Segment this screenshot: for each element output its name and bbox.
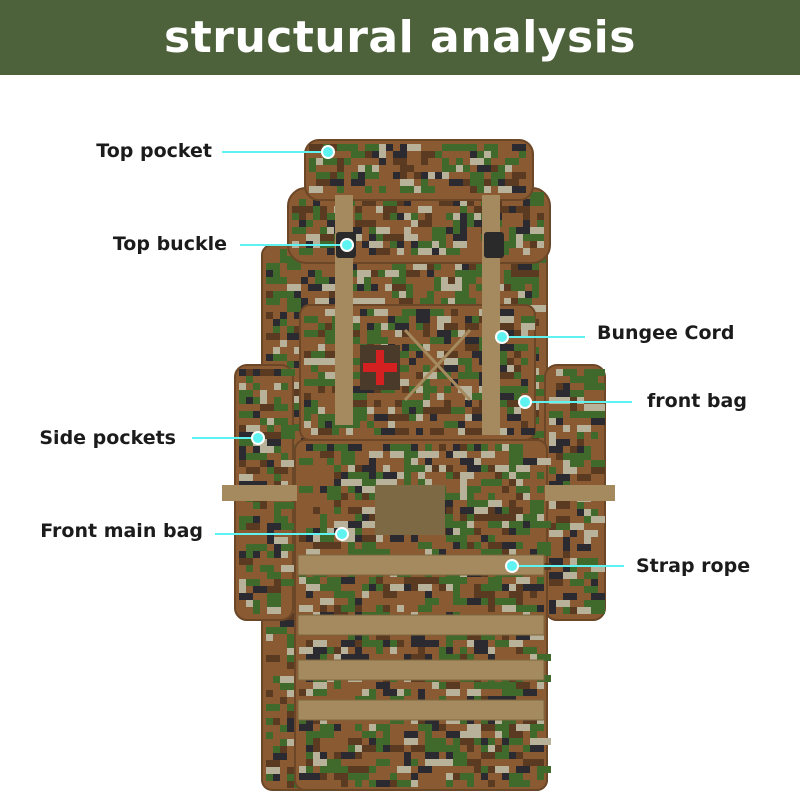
label-side-pockets: Side pockets <box>39 427 176 449</box>
callout-dot-side-pockets <box>251 431 265 445</box>
bungee-cord <box>403 328 472 402</box>
red-cross-icon <box>363 363 397 372</box>
label-top-pocket: Top pocket <box>96 140 212 162</box>
callout-dot-top-buckle <box>340 238 354 252</box>
label-strap-rope: Strap rope <box>636 555 751 577</box>
molle-strap <box>297 699 545 721</box>
side-strap-right <box>545 485 615 501</box>
page-title: structural analysis <box>164 12 636 63</box>
label-front-bag: front bag <box>647 390 747 412</box>
buckle-right <box>484 232 504 258</box>
label-top-buckle: Top buckle <box>112 233 227 255</box>
molle-strap <box>297 614 545 636</box>
side-strap-left <box>222 485 297 501</box>
backpack-body <box>234 139 606 791</box>
callout-dot-front-main-bag <box>335 527 349 541</box>
backpack-details <box>222 195 615 721</box>
label-bungee-cord: Bungee Cord <box>597 322 735 344</box>
title-banner: structural analysis <box>0 0 800 75</box>
compression-strap-left <box>335 195 353 425</box>
compression-strap-right <box>482 195 500 435</box>
velcro-patch <box>375 485 445 535</box>
top-pocket <box>304 139 534 201</box>
callout-dot-bungee-cord <box>495 330 509 344</box>
callout-dot-front-bag <box>518 395 532 409</box>
molle-strap <box>297 659 545 681</box>
label-front-main-bag: Front main bag <box>40 520 203 542</box>
callout-dot-top-pocket <box>321 145 335 159</box>
callout-lines <box>192 145 632 573</box>
callout-dot-strap-rope <box>505 559 519 573</box>
